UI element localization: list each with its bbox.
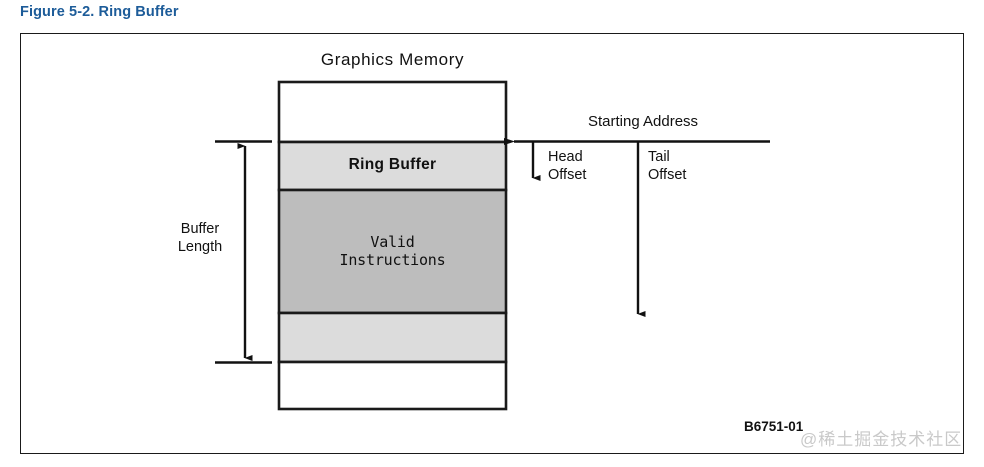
valid-instructions-line-1: Valid xyxy=(370,233,415,251)
graphics-memory-box xyxy=(277,80,508,411)
head-offset-line-2: Offset xyxy=(548,166,587,183)
starting-address-label: Starting Address xyxy=(587,113,699,130)
buffer-length-dimension xyxy=(215,140,272,364)
buffer-length-line-1: Buffer xyxy=(180,221,220,237)
valid-instructions-line-2: Instructions xyxy=(339,251,446,270)
region-valid-instructions xyxy=(277,188,508,315)
head-offset-label: Head Offset xyxy=(548,149,586,184)
buffer-length-line-2: Length xyxy=(177,238,223,255)
region-ring-buffer-tail xyxy=(277,311,508,364)
ring-buffer-label: Ring Buffer xyxy=(348,156,437,173)
region-ring-buffer xyxy=(277,140,508,192)
region-free-bottom xyxy=(277,360,508,411)
graphics-memory-title: Graphics Memory xyxy=(320,50,465,69)
region-free-top xyxy=(277,80,508,144)
valid-instructions-label: Valid Instructions xyxy=(279,233,506,270)
tail-offset-line-2: Offset xyxy=(648,166,687,183)
figure-id-label: B6751-01 xyxy=(744,419,804,434)
head-offset-line-1: Head xyxy=(548,149,583,165)
tail-offset-label: Tail Offset xyxy=(648,149,686,184)
figure-caption: Figure 5-2. Ring Buffer xyxy=(20,4,179,20)
tail-offset-line-1: Tail xyxy=(648,149,670,165)
buffer-length-label: Buffer Length xyxy=(160,221,240,256)
